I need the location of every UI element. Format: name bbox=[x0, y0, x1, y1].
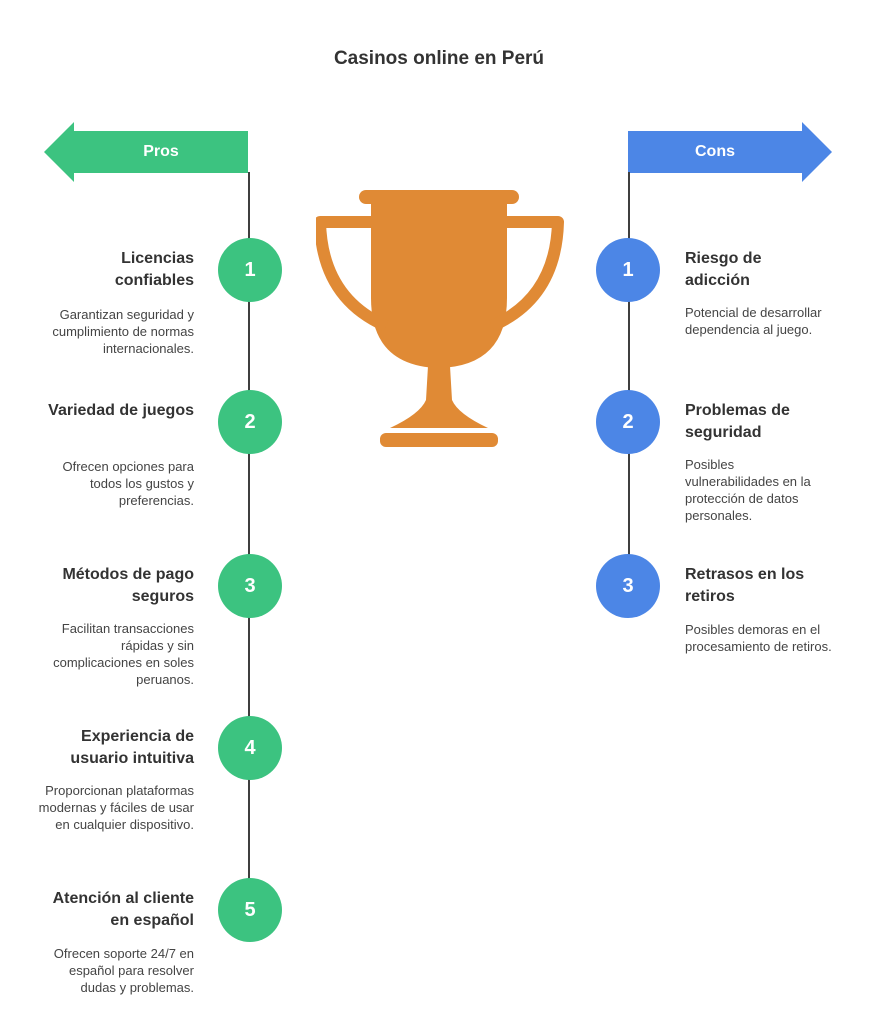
pros-label: Pros bbox=[143, 143, 179, 160]
pros-number-5: 5 bbox=[218, 878, 282, 942]
pros-description-4: Proporcionan plataformas modernas y fáci… bbox=[38, 783, 194, 832]
arrow-left-shape bbox=[44, 122, 248, 182]
pros-heading-1: Licencias confiables bbox=[114, 250, 194, 289]
cons-number-2: 2 bbox=[596, 390, 660, 454]
pros-heading-4: Experiencia de usuario intuitiva bbox=[70, 728, 194, 767]
cons-description-3: Posibles demoras en el procesamiento de … bbox=[685, 622, 832, 654]
pros-number-3: 3 bbox=[218, 554, 282, 618]
pros-number-2: 2 bbox=[218, 390, 282, 454]
cons-label: Cons bbox=[695, 143, 735, 160]
cons-heading-3: Retrasos en los retiros bbox=[685, 566, 805, 605]
pros-description-1: Garantizan seguridad y cumplimiento de n… bbox=[52, 307, 194, 356]
pros-number-4: 4 bbox=[218, 716, 282, 780]
pros-description-3: Facilitan transacciones rápidas y sin co… bbox=[53, 621, 194, 687]
pros-heading-2: Variedad de juegos bbox=[48, 402, 194, 419]
pros-timeline bbox=[248, 172, 250, 912]
trophy-icon bbox=[314, 188, 564, 455]
cons-heading-2: Problemas de seguridad bbox=[685, 402, 790, 441]
pros-number-1: 1 bbox=[218, 238, 282, 302]
cons-heading-1: Riesgo de adicción bbox=[685, 250, 762, 289]
pros-arrow: Pros bbox=[44, 122, 250, 182]
pros-heading-3: Métodos de pago seguros bbox=[62, 566, 194, 605]
cons-timeline bbox=[628, 172, 630, 586]
cons-arrow: Cons bbox=[628, 122, 834, 182]
pros-heading-5: Atención al cliente en español bbox=[52, 890, 194, 929]
cons-number-1: 1 bbox=[596, 238, 660, 302]
arrow-right-shape bbox=[628, 122, 832, 182]
page-title: Casinos online en Perú bbox=[333, 48, 545, 69]
pros-description-5: Ofrecen soporte 24/7 en español para res… bbox=[53, 946, 194, 995]
cons-description-1: Potencial de desarrollar dependencia al … bbox=[685, 305, 822, 337]
pros-description-2: Ofrecen opciones para todos los gustos y… bbox=[62, 459, 194, 508]
cons-description-2: Posibles vulnerabilidades en la protecci… bbox=[685, 457, 811, 523]
cons-number-3: 3 bbox=[596, 554, 660, 618]
